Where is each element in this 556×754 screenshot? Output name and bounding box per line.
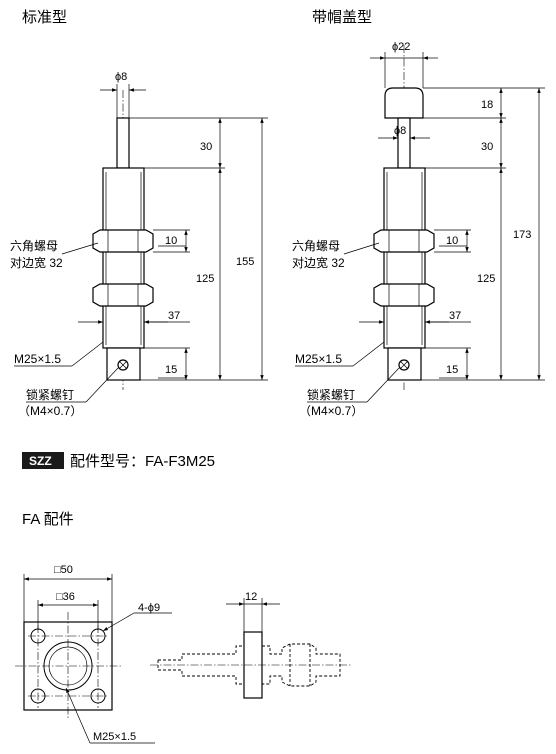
capped-shock-absorber: ϕ22 ϕ8 18 30 125 173 10 37	[292, 41, 545, 418]
dim-inner: □36	[56, 591, 75, 603]
dim-outer: □50	[54, 564, 73, 576]
dim-end-len: 15	[165, 364, 177, 376]
dim-rod-dia-capped: ϕ8	[394, 125, 406, 137]
hex-nut-upper	[92, 229, 154, 253]
cap	[384, 87, 424, 119]
fa-flange-front-view: □50 □36 4-ϕ9 M25×1.5	[15, 564, 172, 744]
szz-badge-text: SZZ	[29, 454, 52, 468]
dim-cap-dia: ϕ22	[392, 41, 410, 53]
accessory-model: 配件型号：FA-F3M25	[70, 453, 215, 470]
piston-rod	[116, 117, 130, 169]
title-capped: 带帽盖型	[312, 9, 372, 26]
dim-nut-thk: 10	[165, 235, 177, 247]
dim-total-capped: 173	[513, 229, 531, 241]
cylinder-body	[102, 167, 145, 349]
accessory-model-line: SZZ 配件型号：FA-F3M25	[22, 452, 215, 470]
hex-nut-lower-capped	[373, 283, 435, 307]
label-lock-screw-capped: 锁紧螺钉	[307, 387, 355, 402]
dim-total: 155	[236, 256, 254, 268]
label-screw-size-capped: （M4×0.7）	[299, 404, 363, 418]
label-thread: M25×1.5	[14, 352, 61, 366]
dim-cap-h: 18	[481, 99, 493, 111]
label-hex-nut-capped: 六角螺母	[292, 239, 340, 253]
cylinder-body-capped	[383, 167, 426, 349]
dim-stroke: 30	[200, 141, 212, 153]
dim-body-len-capped: 125	[477, 273, 495, 285]
dim-thread-len: 37	[168, 310, 180, 322]
dim-stroke-capped: 30	[481, 141, 493, 153]
label-lock-screw: 锁紧螺钉	[26, 387, 74, 402]
label-hex-nut: 六角螺母	[10, 239, 58, 253]
dim-body-len: 125	[196, 273, 214, 285]
szz-badge	[22, 452, 64, 469]
hex-nut-upper-capped	[373, 229, 435, 253]
dim-holes: 4-ϕ9	[138, 602, 160, 614]
dim-end-len-capped: 15	[446, 364, 458, 376]
label-screw-size: （M4×0.7）	[18, 404, 82, 418]
hex-nut-lower	[92, 283, 154, 307]
dim-rod-dia: ϕ8	[115, 71, 127, 83]
label-hex-width-capped: 对边宽 32	[292, 255, 345, 270]
title-standard: 标准型	[22, 9, 67, 26]
dim-nut-thk-capped: 10	[446, 235, 458, 247]
label-thread-capped: M25×1.5	[295, 352, 342, 366]
standard-shock-absorber: ϕ8 30 155 125 10 37 15 六角螺母 对边宽 32	[10, 71, 268, 418]
fa-flange-side-view: 12	[150, 591, 352, 699]
label-hex-width: 对边宽 32	[10, 255, 63, 270]
fa-title: FA 配件	[22, 511, 74, 528]
dim-thread-len-capped: 37	[449, 310, 461, 322]
dim-fa-thread: M25×1.5	[93, 731, 136, 743]
dim-flange-thk: 12	[245, 591, 257, 603]
